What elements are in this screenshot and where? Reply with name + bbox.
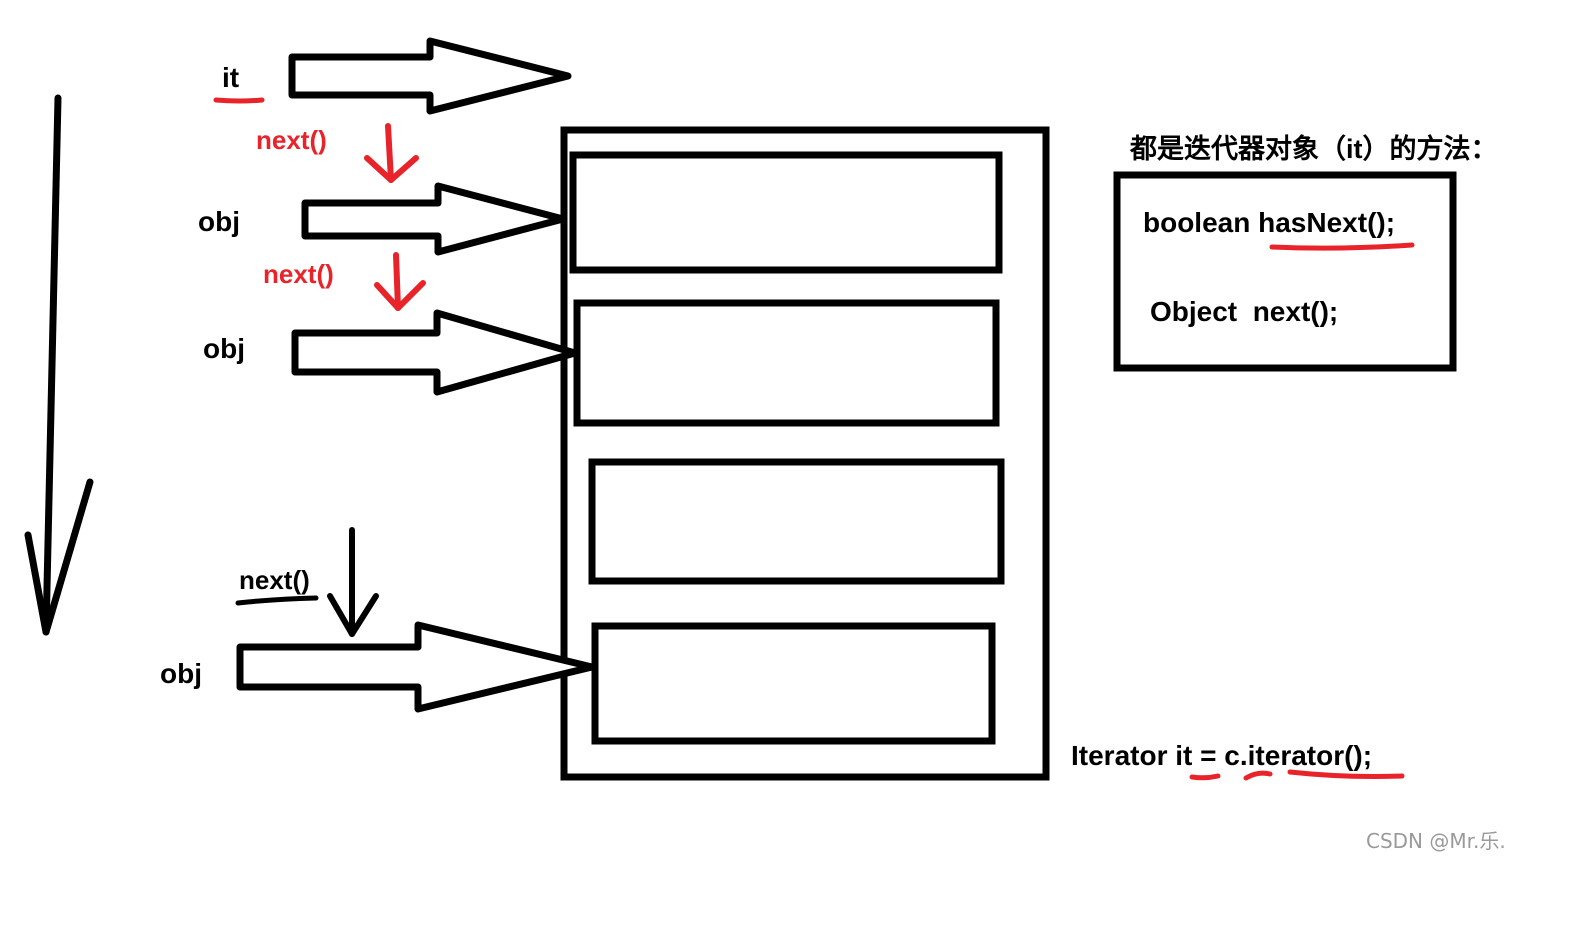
- element-arrow-3: [236, 621, 596, 713]
- next-call-label-1: next(): [256, 125, 327, 155]
- collection-element-3: [588, 458, 1005, 585]
- next-method-call: next();: [1253, 296, 1339, 327]
- has-next-return-type: boolean: [1143, 207, 1250, 238]
- next-method: Object next();: [1150, 296, 1338, 327]
- method-box: [1113, 171, 1457, 372]
- collection-container: [560, 126, 1050, 781]
- code-call: iterator();: [1248, 740, 1372, 771]
- has-next-call: hasNext();: [1258, 207, 1395, 238]
- iterator-label: it: [222, 62, 239, 93]
- next-step-arrow-3: [327, 527, 379, 637]
- next-call-label-2: next(): [263, 259, 334, 289]
- code-receiver: c.: [1224, 740, 1247, 771]
- collection-element-4: [591, 622, 996, 745]
- has-next-underline: [1269, 242, 1415, 251]
- collection-element-1: [569, 151, 1003, 274]
- next-return-type: Object: [1150, 296, 1237, 327]
- iterator-start-arrow: [288, 37, 572, 115]
- element-arrow-1: [301, 182, 567, 256]
- method-box-heading: 都是迭代器对象（it）的方法：: [1129, 133, 1498, 164]
- iterator-code-line: Iterator it = c.iterator();: [1071, 740, 1372, 771]
- code-equals: =: [1200, 740, 1216, 771]
- code-line-underlines: [1189, 769, 1405, 781]
- collection-element-2: [573, 299, 1000, 427]
- element-label-3: obj: [160, 658, 202, 689]
- has-next-method: boolean hasNext();: [1143, 207, 1395, 238]
- direction-arrow: [24, 94, 94, 636]
- code-var: it: [1175, 740, 1192, 771]
- next-call-label-3-underline: [235, 595, 319, 606]
- element-arrow-2: [291, 309, 579, 396]
- next-step-arrow-1: [364, 123, 419, 183]
- element-label-2: obj: [203, 333, 245, 364]
- element-label-1: obj: [198, 206, 240, 237]
- next-call-label-3: next(): [239, 565, 310, 595]
- code-type: Iterator: [1071, 740, 1168, 771]
- watermark: CSDN @Mr.乐.: [1366, 829, 1506, 853]
- next-step-arrow-2: [374, 252, 426, 311]
- iterator-label-underline: [213, 97, 265, 104]
